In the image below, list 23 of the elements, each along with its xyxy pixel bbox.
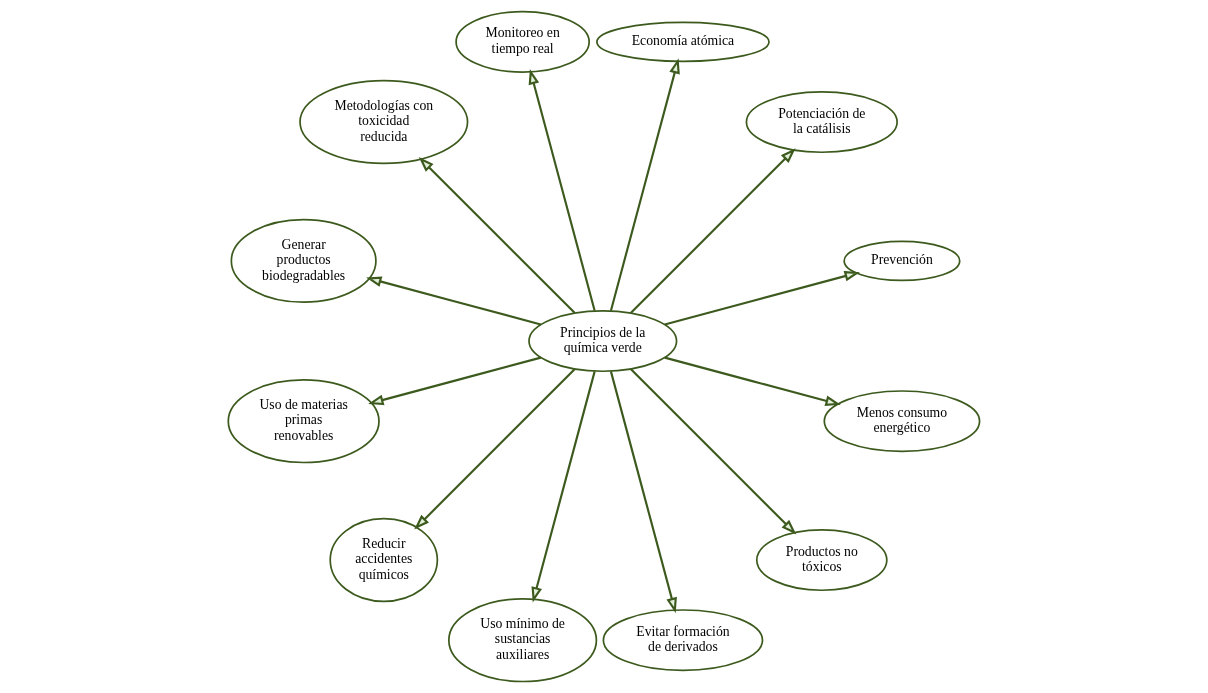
node-ellipse: Generar productos biodegradables bbox=[230, 218, 377, 304]
node-ellipse: Reducir accidentes químicos bbox=[329, 517, 439, 603]
arrow bbox=[418, 157, 576, 314]
node-ellipse: Metodologías con toxicidad reducida bbox=[299, 79, 469, 165]
arrow bbox=[366, 276, 542, 326]
arrow bbox=[664, 356, 841, 407]
arrow bbox=[609, 58, 680, 311]
arrow bbox=[368, 356, 542, 406]
arrow bbox=[664, 270, 860, 326]
node-ellipse: Evitar formación de derivados bbox=[602, 609, 764, 672]
arrow bbox=[414, 368, 576, 530]
arrow bbox=[630, 148, 796, 314]
arrow bbox=[531, 371, 596, 603]
node-ellipse: Economía atómica bbox=[596, 21, 770, 63]
node-ellipse: Potenciación de la catálisis bbox=[745, 91, 898, 154]
arrow bbox=[609, 371, 677, 614]
node-ellipse: Uso de materias primas renovables bbox=[227, 379, 380, 464]
node-ellipse: Uso mínimo de sustancias auxiliares bbox=[447, 598, 598, 683]
arrow bbox=[528, 68, 596, 311]
node-ellipse: Productos no tóxicos bbox=[755, 529, 888, 592]
arrow bbox=[630, 368, 797, 535]
node-ellipse: Monitoreo en tiempo real bbox=[455, 10, 590, 73]
node-ellipse: Principios de la química verde bbox=[528, 310, 678, 373]
